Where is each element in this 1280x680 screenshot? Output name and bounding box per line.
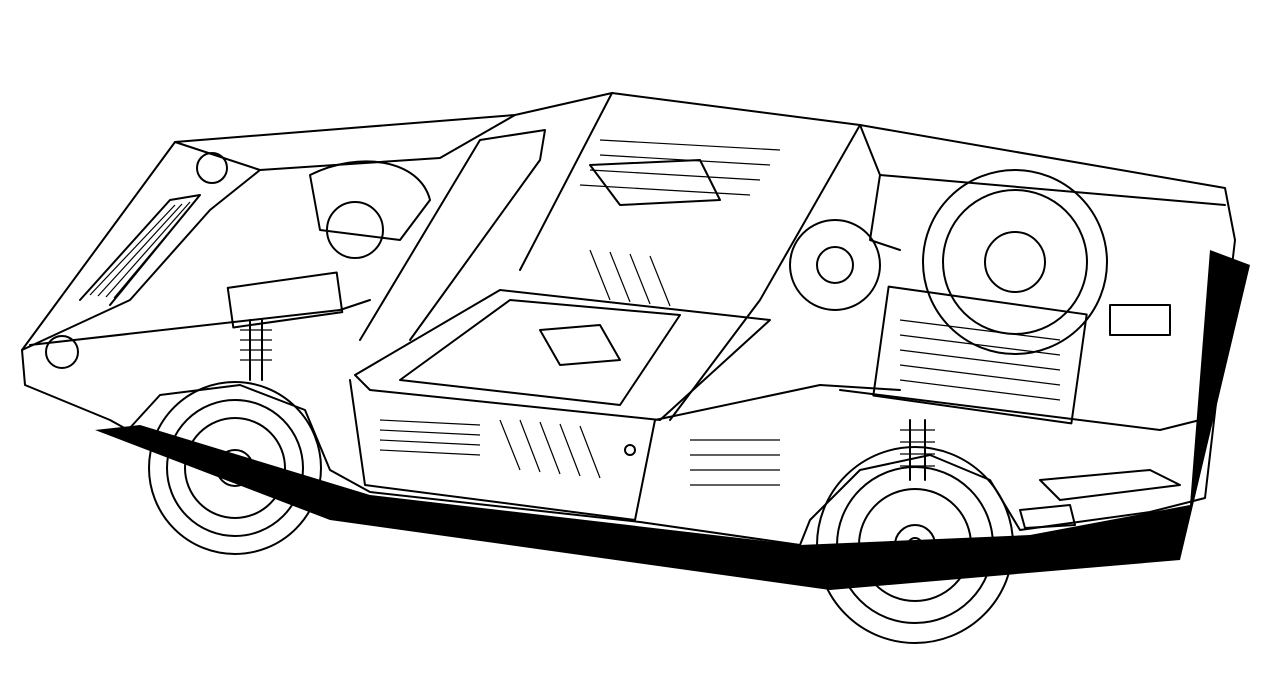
- air-filter: [789, 219, 881, 311]
- front-wheel: [148, 381, 322, 555]
- car-body-outline: [21, 92, 1236, 546]
- front-section: [21, 114, 516, 381]
- ground-shadow: [95, 250, 1250, 590]
- spare-tire: [922, 169, 1108, 355]
- rear-wheel: [816, 446, 1014, 644]
- engine-section: [789, 124, 1226, 529]
